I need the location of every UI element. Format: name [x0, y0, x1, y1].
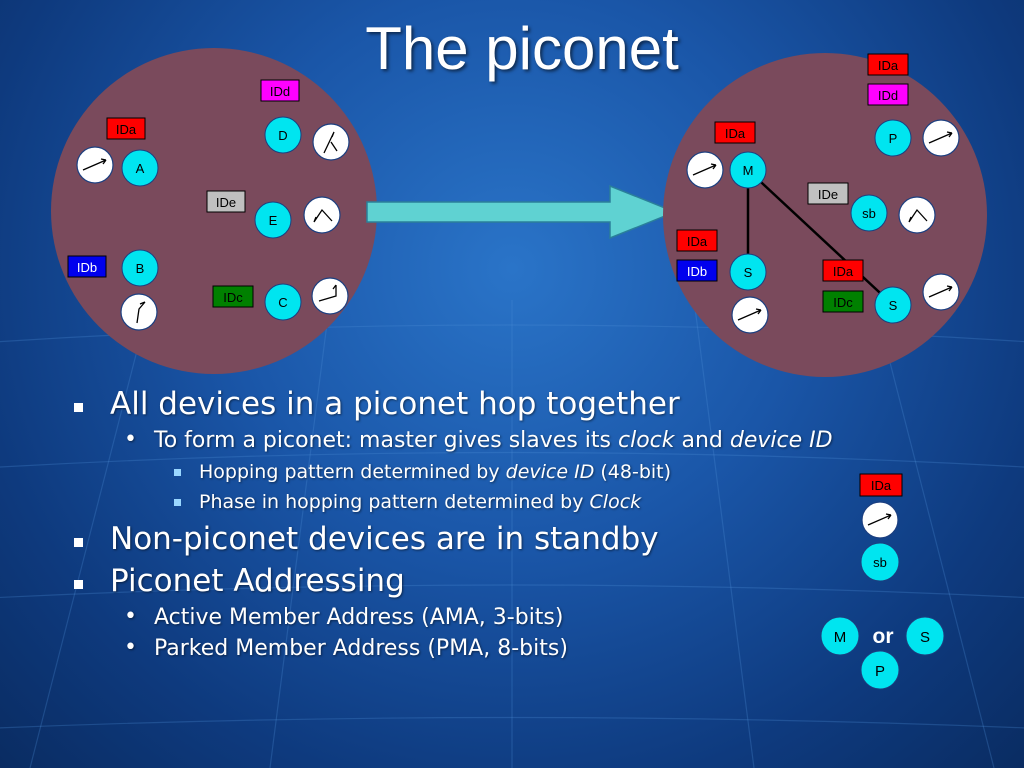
- slave-node: [874, 286, 912, 324]
- device-node: [254, 201, 292, 239]
- master-node: [729, 151, 767, 189]
- left-piconet: IDd IDa IDe IDb IDc A: [51, 48, 377, 374]
- node-label: S: [920, 629, 930, 646]
- clock-icon: [922, 273, 960, 311]
- id-label: IDb: [77, 260, 97, 275]
- bullet-text: To form a piconet: master gives slaves i…: [154, 428, 618, 453]
- clock-icon: [303, 196, 341, 234]
- id-label: IDd: [878, 88, 898, 103]
- sub-sub-bullet-item: Phase in hopping pattern determined by C…: [68, 491, 848, 513]
- device-node: [264, 283, 302, 321]
- node-label: sb: [873, 555, 887, 570]
- node-label: C: [278, 295, 287, 310]
- sub-bullet-item: Active Member Address (AMA, 3-bits): [68, 604, 848, 630]
- id-label: IDa: [878, 58, 899, 73]
- bullet-text: and: [674, 428, 730, 453]
- id-label: IDa: [116, 122, 137, 137]
- device-node: [874, 119, 912, 157]
- id-label: IDa: [725, 126, 746, 141]
- bullet-list: All devices in a piconet hop together To…: [68, 380, 848, 665]
- device-node: [121, 249, 159, 287]
- clock-icon: [311, 277, 349, 315]
- node-label: P: [875, 663, 885, 680]
- clock-icon: [76, 146, 114, 184]
- slave-node: [905, 616, 945, 656]
- device-node: [850, 194, 888, 232]
- id-label: IDb: [687, 264, 707, 279]
- node-label: sb: [862, 206, 876, 221]
- clock-icon: [898, 196, 936, 234]
- sub-bullet-item: Parked Member Address (PMA, 8-bits): [68, 635, 848, 661]
- clock-icon: [731, 296, 769, 334]
- id-label: IDa: [871, 478, 892, 493]
- id-label: IDd: [270, 84, 290, 99]
- bullet-text: Hopping pattern determined by: [199, 461, 506, 483]
- standby-node: [860, 542, 900, 582]
- link-line: [747, 169, 894, 306]
- device-node: [121, 149, 159, 187]
- node-label: E: [269, 213, 278, 228]
- transition-arrow: [366, 184, 678, 240]
- id-label: IDe: [818, 187, 838, 202]
- node-label: P: [889, 131, 898, 146]
- node-label: S: [744, 265, 753, 280]
- slide-title: The piconet: [365, 15, 679, 82]
- sub-bullet-item: To form a piconet: master gives slaves i…: [68, 427, 848, 453]
- parked-node: [860, 650, 900, 690]
- node-label: B: [136, 261, 145, 276]
- clock-icon: [861, 501, 899, 539]
- bullet-emphasis: clock: [617, 428, 675, 453]
- device-node: [264, 116, 302, 154]
- bullet-emphasis: device ID: [729, 428, 833, 453]
- clock-icon: [922, 119, 960, 157]
- node-label: S: [889, 298, 898, 313]
- id-label: IDe: [216, 195, 236, 210]
- id-label: IDc: [223, 290, 243, 305]
- bullet-text: (48-bit): [594, 461, 672, 483]
- or-label: or: [873, 625, 894, 648]
- bullet-item: Non-piconet devices are in standby: [68, 521, 848, 557]
- bullet-emphasis: device ID: [505, 461, 595, 483]
- bullet-emphasis: Clock: [589, 491, 642, 513]
- id-label: IDa: [687, 234, 708, 249]
- clock-icon: [120, 293, 158, 331]
- bullet-text: Phase in hopping pattern determined by: [199, 491, 590, 513]
- node-label: A: [136, 161, 145, 176]
- bullet-item: Piconet Addressing: [68, 563, 848, 599]
- right-piconet-circle: [663, 53, 987, 377]
- clock-icon: [312, 123, 350, 161]
- slave-node: [729, 253, 767, 291]
- node-label: D: [278, 128, 287, 143]
- id-label: IDa: [833, 264, 854, 279]
- id-label: IDc: [833, 295, 853, 310]
- node-label: M: [743, 163, 754, 178]
- right-piconet: IDa IDd IDa IDe IDa IDb IDa IDc: [663, 53, 987, 377]
- clock-icon: [686, 151, 724, 189]
- sub-sub-bullet-item: Hopping pattern determined by device ID …: [68, 461, 848, 483]
- bullet-item: All devices in a piconet hop together: [68, 386, 848, 422]
